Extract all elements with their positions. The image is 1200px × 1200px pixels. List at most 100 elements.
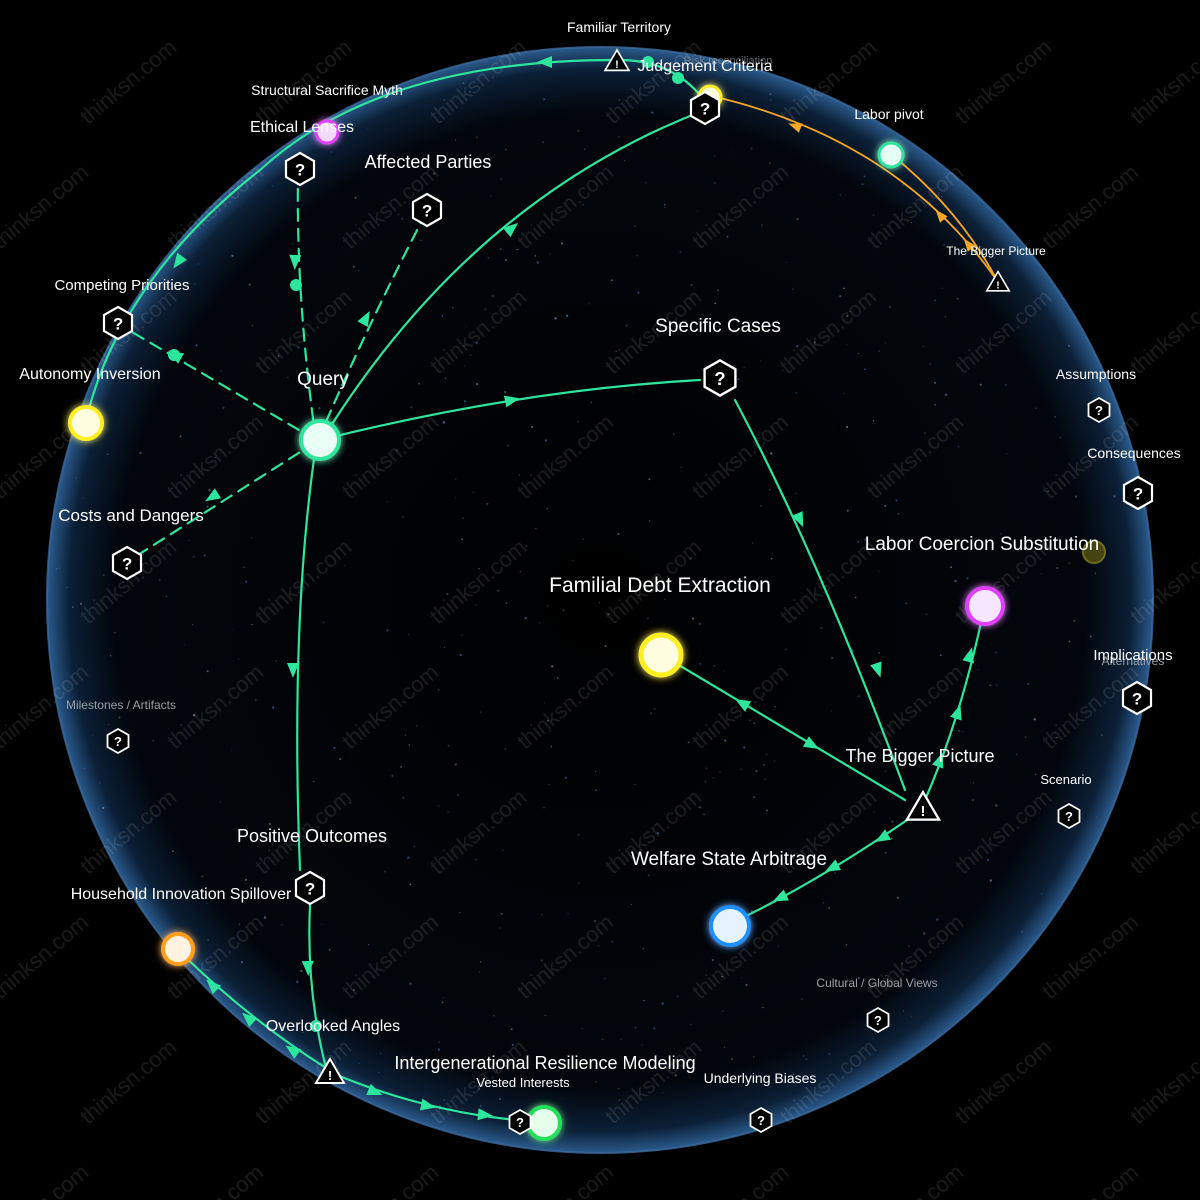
question-icon-costs-dangers[interactable] [111,545,143,581]
star [721,975,723,978]
star [941,196,943,198]
star [524,617,527,620]
star [857,977,860,980]
node-familial-debt-extraction[interactable] [638,632,684,678]
star [664,203,666,206]
star [765,710,767,712]
star [956,297,959,300]
star [843,392,845,395]
question-icon-positive-outcomes[interactable] [294,870,326,906]
star [962,730,964,732]
edge-dot [672,72,684,84]
star [354,196,357,199]
star [339,758,342,761]
star [765,753,768,756]
star [1025,541,1027,543]
star [827,570,830,572]
watermark-text: thinksn.com [1125,34,1200,129]
star [595,770,597,773]
star [785,261,787,263]
node-labor-pivot[interactable] [877,141,905,169]
star [689,1023,692,1026]
star [846,314,849,317]
star [71,606,74,608]
star [590,401,592,403]
arrowhead [366,1083,383,1095]
star [577,130,580,132]
star [321,923,323,925]
star [911,1015,913,1018]
question-icon-consequences[interactable] [1122,475,1154,511]
star [902,184,905,187]
star [208,489,211,492]
question-icon-assumptions[interactable] [1087,397,1111,423]
arrowhead [950,704,962,721]
star [582,538,584,540]
question-icon-specific-cases[interactable] [703,359,737,397]
node-labor-coercion-substitution[interactable] [965,586,1005,626]
star [995,804,998,807]
star [82,497,84,499]
node-household-innovation-spillover[interactable] [161,932,195,966]
node-welfare-state-arbitrage[interactable] [709,905,751,947]
star [491,294,494,298]
label-bigger-picture-main: The Bigger Picture [845,746,994,766]
star [219,801,222,803]
star [1027,682,1030,686]
node-autonomy-inversion[interactable] [68,405,104,441]
star [588,303,591,305]
star [625,324,628,327]
question-icon-ethical-lenses[interactable] [284,151,316,187]
star [268,822,272,826]
star [1033,718,1036,721]
star [760,226,763,229]
star [766,809,768,812]
star [577,833,580,836]
star [188,539,190,542]
star [977,668,979,671]
question-icon-underlying-biases[interactable] [749,1107,773,1133]
star [646,617,649,620]
star [651,111,654,114]
question-icon-affected-parties[interactable] [411,192,443,228]
star [447,744,450,747]
star [479,711,482,713]
question-icon-cultural-global[interactable] [866,1007,890,1033]
star [442,997,444,999]
question-icon-competing-priorities[interactable] [102,305,134,341]
question-icon-vested-interests[interactable] [508,1109,532,1135]
node-structural-sacrifice-myth[interactable] [314,119,340,145]
star [891,820,894,823]
question-icon-milestones[interactable] [106,728,130,754]
star [462,517,465,520]
star [620,1038,622,1041]
star [107,724,110,726]
star [691,617,695,620]
arrowhead [301,960,314,976]
star [475,136,478,139]
star [158,579,161,582]
star [732,151,734,153]
star [849,310,851,313]
star [454,139,457,141]
star [822,901,825,904]
star [251,325,253,327]
node-query-ring [299,419,341,461]
node-intergenerational-resilience[interactable] [526,1105,562,1141]
question-icon-scenario[interactable] [1057,803,1081,829]
star [972,782,974,784]
question-icon-judgement-criteria[interactable] [689,90,721,126]
node-query[interactable] [299,419,341,461]
star [646,588,648,591]
label-welfare-state-arbitrage: Welfare State Arbitrage [631,849,827,870]
star [661,1002,664,1005]
star [410,406,413,409]
star [192,555,195,558]
star [192,714,196,717]
question-icon-implications[interactable] [1121,680,1153,716]
star [275,660,278,662]
star [296,980,299,983]
star [979,383,982,386]
star [463,344,465,346]
star [770,99,772,101]
